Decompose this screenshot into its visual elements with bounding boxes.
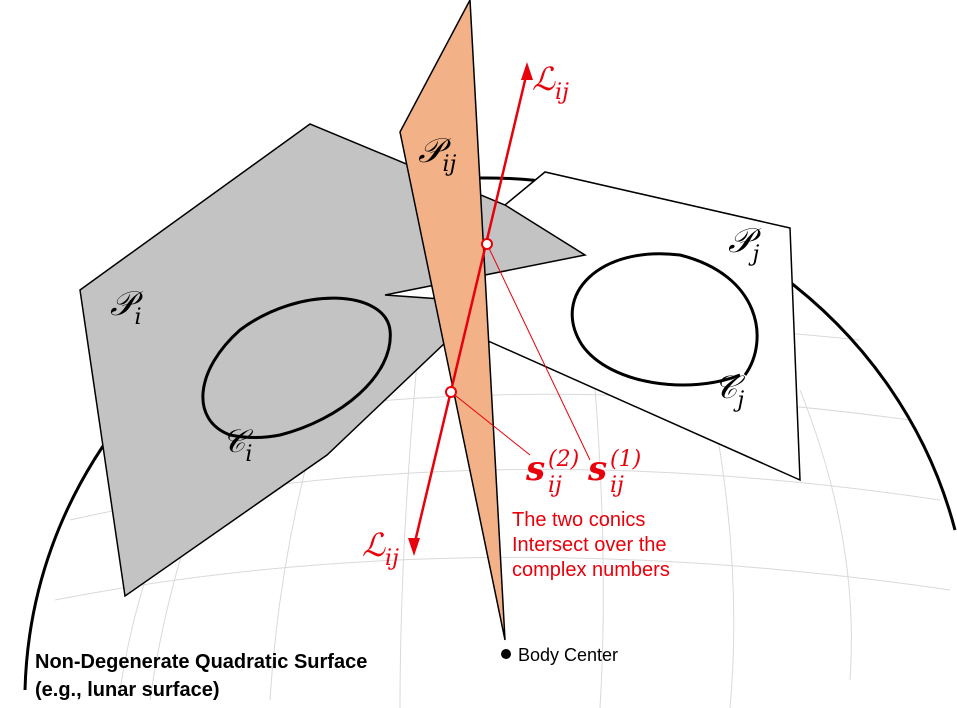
svg-text:ij: ij (610, 473, 624, 498)
svg-text:Non-Degenerate Quadratic Surfa: Non-Degenerate Quadratic Surface (35, 651, 367, 673)
svg-text:ij: ij (548, 473, 562, 498)
svg-text:Intersect over the: Intersect over the (512, 534, 667, 556)
svg-text:(e.g., lunar surface): (e.g., lunar surface) (35, 679, 220, 701)
label-point-2: s (2) ij (525, 447, 579, 498)
svg-text:s: s (587, 449, 607, 489)
svg-text:The two conics: The two conics (512, 509, 645, 531)
surface-label: Non-Degenerate Quadratic Surface (e.g., … (35, 651, 367, 701)
conic-i (201, 296, 392, 439)
conic-j (570, 252, 759, 387)
leader-lines (450, 243, 591, 461)
svg-text:(1): (1) (610, 447, 641, 472)
intersection-point-1 (481, 238, 493, 250)
plane-i (79, 123, 587, 598)
body-center-label: Body Center (518, 645, 618, 665)
intersection-point-2 (445, 386, 457, 398)
label-line-bottom: ℒij (362, 526, 399, 571)
conics-annotation: The two conics Intersect over the comple… (512, 509, 670, 581)
label-point-1: s (1) ij (587, 447, 641, 498)
svg-text:s: s (525, 449, 545, 489)
svg-text:complex numbers: complex numbers (512, 559, 670, 581)
svg-text:(2): (2) (548, 447, 579, 472)
label-line-top: ℒij (532, 60, 569, 105)
line-lij (408, 62, 533, 556)
body-center-dot (501, 649, 511, 659)
